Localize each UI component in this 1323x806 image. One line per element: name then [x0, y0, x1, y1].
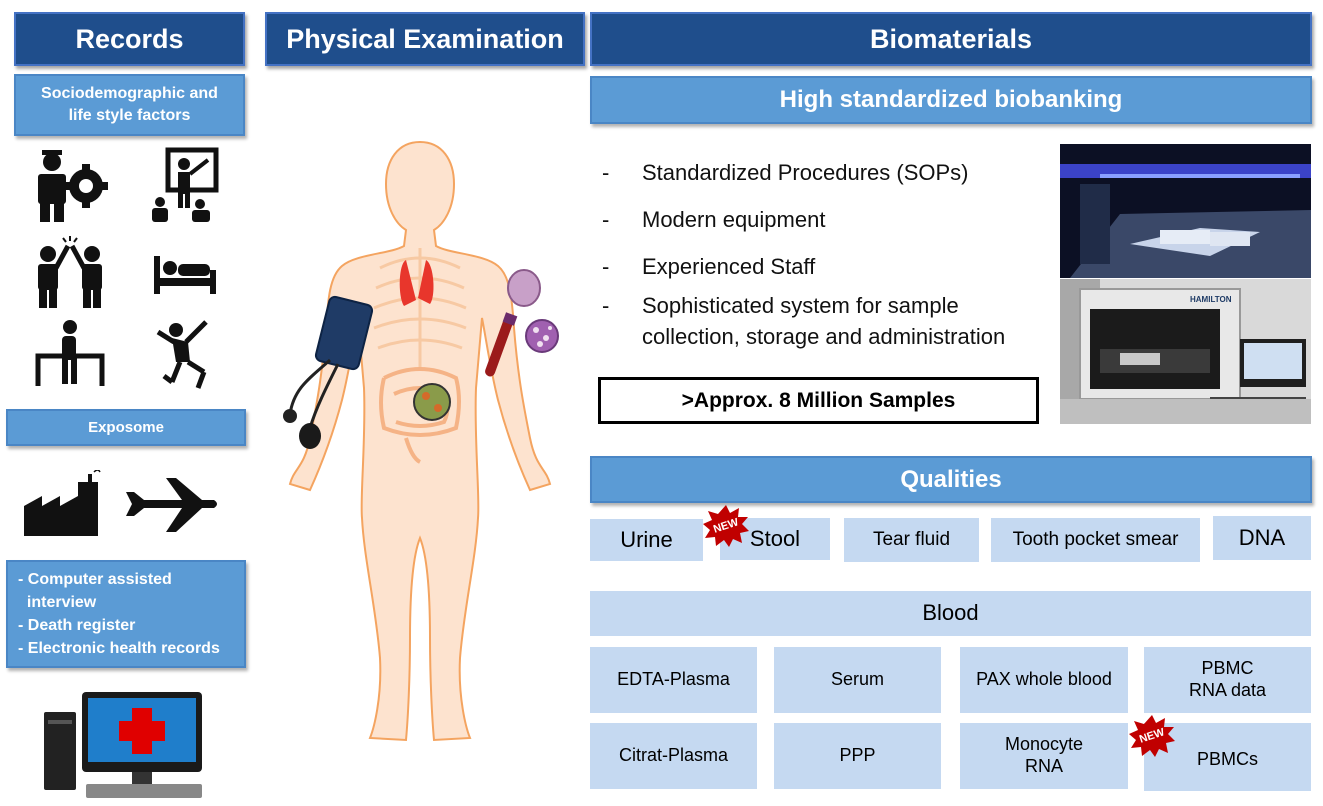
records-title: Records: [75, 23, 184, 54]
bullet-text: Modern equipment: [642, 207, 826, 232]
quality-label: Urine: [620, 526, 673, 552]
blood-item-pbmc-rna-data: PBMC RNA data: [1144, 647, 1311, 713]
source-item: - Computer assisted: [18, 571, 172, 588]
blood-item-label: Serum: [830, 669, 884, 690]
blood-item-pax-whole-blood: PAX whole blood: [960, 647, 1128, 713]
quality-label: Tear fluid: [872, 528, 951, 550]
new-badge-icon: NEW: [703, 505, 749, 547]
sources-box: - Computer assisted interview - Death re…: [6, 560, 246, 668]
high-five-icon: [38, 236, 102, 308]
biomaterials-header: Biomaterials: [590, 12, 1312, 66]
quality-label: Tooth pocket smear: [1012, 528, 1179, 550]
blood-item-ppp: PPP: [774, 723, 941, 789]
blood-item-edta-plasma: EDTA-Plasma: [590, 647, 757, 713]
quality-urine: Urine: [590, 519, 703, 561]
blood-item-label: PBMCs: [1196, 749, 1258, 770]
quality-dna: DNA: [1213, 516, 1311, 560]
worker-gear-icon: [38, 150, 108, 222]
bed-patient-icon: [154, 256, 216, 294]
presentation-icon: [152, 147, 219, 222]
blood-item-label: EDTA-Plasma: [617, 669, 730, 690]
jumping-person-icon: [156, 320, 208, 389]
blood-item-label: Monocyte RNA: [1004, 734, 1084, 776]
source-item: - Electronic health records: [18, 640, 220, 657]
qualities-box: Qualities: [590, 456, 1312, 503]
factory-icon: [24, 470, 101, 536]
physical-examination-title: Physical Examination: [286, 23, 564, 54]
human-body-illustration: [283, 140, 559, 742]
samples-box: >Approx. 8 Million Samples: [598, 377, 1039, 424]
qualities-title: Qualities: [900, 465, 1002, 493]
airplane-icon: [126, 478, 217, 532]
biobanking-title: High standardized biobanking: [779, 86, 1123, 113]
quality-tear-fluid: Tear fluid: [844, 518, 979, 562]
biomaterials-title: Biomaterials: [869, 23, 1033, 54]
source-item: - Death register: [18, 617, 136, 634]
bullet-item: - Standardized Procedures (SOPs): [602, 160, 969, 185]
bullet-item: - Sophisticated system for sample collec…: [602, 290, 1054, 360]
exposome-label: Exposome: [88, 419, 164, 436]
blood-title: Blood: [922, 600, 979, 626]
hamilton-brand-text: HAMILTON: [1190, 295, 1232, 304]
exposome-box: Exposome: [6, 409, 246, 446]
samples-count: >Approx. 8 Million Samples: [681, 388, 956, 412]
bullet-item: - Modern equipment: [602, 207, 826, 232]
source-item: interview: [18, 594, 97, 611]
bullet-item: - Experienced Staff: [602, 254, 816, 279]
quality-tooth-pocket-smear: Tooth pocket smear: [991, 518, 1200, 562]
new-badge-icon: NEW: [1129, 715, 1175, 757]
computer-health-icon: [44, 692, 202, 798]
blood-item-pbmcs: PBMCs: [1144, 723, 1311, 791]
blood-item-monocyte-rna: Monocyte RNA: [960, 723, 1128, 789]
sociodemographic-label: Sociodemographic and life style factors: [41, 84, 218, 124]
blood-item-label: PAX whole blood: [976, 669, 1112, 690]
lab-robot-photo: [1060, 144, 1311, 278]
bullet-text: Standardized Procedures (SOPs): [642, 160, 969, 185]
walker-elderly-icon: [35, 320, 105, 386]
hamilton-machine-photo: HAMILTON: [1060, 279, 1311, 424]
blood-item-label: PBMC RNA data: [1188, 658, 1267, 700]
biobanking-box: High standardized biobanking: [590, 76, 1312, 124]
quality-label: Stool: [749, 525, 801, 551]
sociodemographic-box: Sociodemographic and life style factors: [14, 74, 245, 136]
quality-label: DNA: [1238, 524, 1286, 550]
blood-item-label: PPP: [839, 745, 876, 766]
blood-item-label: Citrat-Plasma: [618, 745, 729, 766]
blood-item-citrat-plasma: Citrat-Plasma: [590, 723, 757, 789]
bullet-text: Experienced Staff: [642, 254, 816, 279]
records-header: Records: [14, 12, 245, 66]
bullet-text: Sophisticated system for sample collecti…: [642, 293, 1006, 349]
blood-box: Blood: [590, 591, 1311, 636]
blood-item-serum: Serum: [774, 647, 941, 713]
physical-examination-header: Physical Examination: [265, 12, 585, 66]
